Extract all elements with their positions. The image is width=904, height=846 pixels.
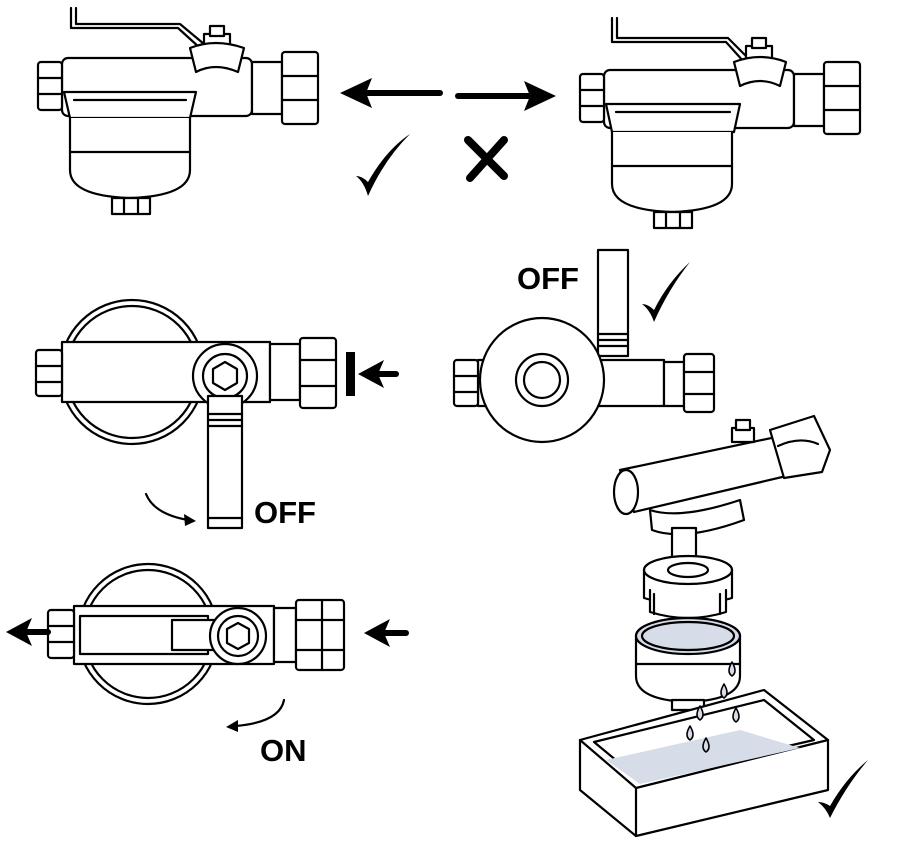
curved-arrow-icon <box>144 492 196 526</box>
filter-top-view-off <box>34 298 338 530</box>
drop-icon <box>686 661 740 753</box>
filter-side-view-correct <box>36 6 320 216</box>
checkmark-icon <box>642 262 690 322</box>
on-label: ON <box>260 733 307 768</box>
arrow-into-valve-icon <box>364 619 409 647</box>
filter-top-view-off-up <box>452 248 716 444</box>
arrow-right-icon <box>455 81 556 111</box>
filter-side-view-wrong <box>578 16 862 230</box>
off-label-top: OFF <box>517 261 579 296</box>
checkmark-icon <box>818 760 868 818</box>
arrow-left-icon <box>6 618 51 646</box>
filter-disassembled-draining <box>578 414 832 838</box>
off-label-middle: OFF <box>254 495 316 530</box>
arrow-left-icon <box>340 78 443 108</box>
curved-arrow-icon <box>226 698 286 732</box>
arrow-into-stop-icon <box>346 352 399 396</box>
checkmark-icon <box>356 134 410 196</box>
cross-icon <box>464 136 508 182</box>
filter-top-view-on <box>46 562 346 706</box>
